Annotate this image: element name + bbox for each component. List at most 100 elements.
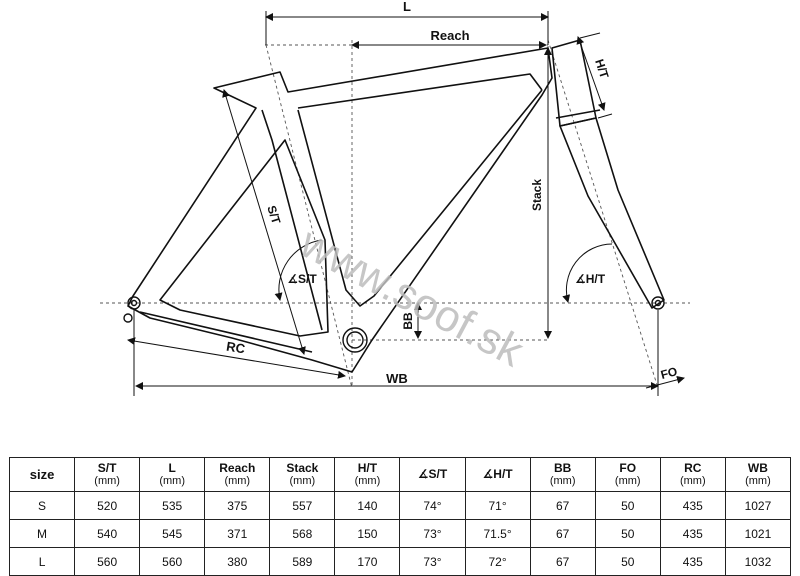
table-cell: M (8, 519, 76, 548)
header-unit: (mm) (224, 474, 251, 487)
table-cell: 170 (334, 547, 401, 576)
frame-outer-contour (127, 47, 553, 373)
table-cell: 140 (334, 491, 401, 520)
header-title: H/T (357, 460, 378, 475)
table-cell: 435 (659, 519, 726, 548)
dim-line-fo (645, 375, 685, 389)
head-tube (551, 39, 597, 127)
bike-frame (127, 39, 665, 373)
table-cell: 375 (204, 491, 271, 520)
header-title: Stack (286, 460, 319, 475)
frame-geometry-diagram: L Reach H/T S/T Stack ∡S/T ∡H/T BB RC WB… (100, 0, 690, 396)
table-cell: 150 (334, 519, 401, 548)
table-header-cell: FO(mm) (594, 457, 661, 492)
table-cell: 435 (659, 547, 726, 576)
label-rc: RC (225, 339, 246, 357)
table-cell: 435 (659, 491, 726, 520)
header-unit: (mm) (159, 474, 186, 487)
label-wb: WB (386, 371, 408, 386)
table-cell: 520 (74, 491, 141, 520)
table-cell: 1032 (724, 547, 792, 576)
table-cell: 67 (529, 547, 596, 576)
table-cell: 589 (269, 547, 336, 576)
table-cell: 73° (399, 547, 466, 576)
header-title: RC (684, 460, 702, 475)
header-unit: (mm) (679, 474, 706, 487)
label-l: L (403, 0, 411, 14)
table-header-cell: size (8, 457, 76, 492)
table-header-cell: ∡H/T (464, 457, 531, 492)
header-title: L (168, 460, 176, 475)
table-cell: 560 (74, 547, 141, 576)
rear-triangle-inner (159, 139, 329, 337)
dim-line-st (222, 89, 306, 355)
table-cell: 380 (204, 547, 271, 576)
header-unit: (mm) (614, 474, 641, 487)
header-title: BB (553, 460, 572, 475)
table-cell: 540 (74, 519, 141, 548)
table-cell: 74° (399, 491, 466, 520)
table-cell: 557 (269, 491, 336, 520)
label-stack: Stack (530, 179, 544, 211)
header-title: Reach (219, 460, 256, 475)
top-tube-inner (297, 73, 543, 109)
table-header-cell: Stack(mm) (269, 457, 336, 492)
table-header-cell: Reach(mm) (204, 457, 271, 492)
arc-st-angle (274, 239, 323, 301)
label-reach: Reach (430, 28, 469, 43)
table-cell: 568 (269, 519, 336, 548)
header-unit: (mm) (94, 474, 120, 487)
header-title: ∡S/T (417, 467, 448, 481)
table-cell: S (8, 491, 76, 520)
label-ht: H/T (592, 57, 611, 80)
table-cell: 1021 (724, 519, 792, 548)
table-cell: 50 (594, 547, 661, 576)
arc-ht-angle (562, 243, 613, 303)
table-header-cell: RC(mm) (659, 457, 726, 492)
table-header-cell: L(mm) (139, 457, 206, 492)
table-header-cell: S/T(mm) (74, 457, 141, 492)
header-unit: (mm) (289, 474, 316, 487)
table-cell: 50 (594, 519, 661, 548)
label-st-angle: ∡S/T (287, 272, 317, 286)
header-title: ∡H/T (482, 467, 513, 481)
down-tube-inner (297, 89, 543, 307)
label-st: S/T (264, 204, 283, 227)
header-title: WB (747, 460, 768, 475)
table-header-cell: BB(mm) (529, 457, 596, 492)
header-unit: (mm) (354, 474, 381, 487)
table-header-cell: WB(mm) (724, 457, 792, 492)
header-unit: (mm) (745, 474, 771, 487)
rear-axle (127, 296, 141, 310)
table-cell: L (8, 547, 76, 576)
wheel-axles (123, 296, 665, 353)
table-cell: 545 (139, 519, 206, 548)
header-unit: (mm) (549, 474, 576, 487)
table-cell: 72° (464, 547, 531, 576)
table-cell: 67 (529, 519, 596, 548)
header-title: S/T (97, 460, 117, 475)
front-axle (651, 296, 665, 310)
table-cell: 371 (204, 519, 271, 548)
table-cell: 535 (139, 491, 206, 520)
label-bb: BB (401, 312, 415, 330)
table-cell: 50 (594, 491, 661, 520)
table-cell: 71.5° (464, 519, 531, 548)
table-header-cell: H/T(mm) (334, 457, 401, 492)
table-cell: 73° (399, 519, 466, 548)
label-ht-angle: ∡H/T (575, 272, 606, 286)
header-title: size (29, 467, 55, 482)
rear-dropout-bolt (123, 313, 133, 323)
fork (559, 117, 665, 309)
table-cell: 1027 (724, 491, 792, 520)
table-cell: 71° (464, 491, 531, 520)
table-header-cell: ∡S/T (399, 457, 466, 492)
table-cell: 560 (139, 547, 206, 576)
dimension-lines (127, 11, 685, 396)
